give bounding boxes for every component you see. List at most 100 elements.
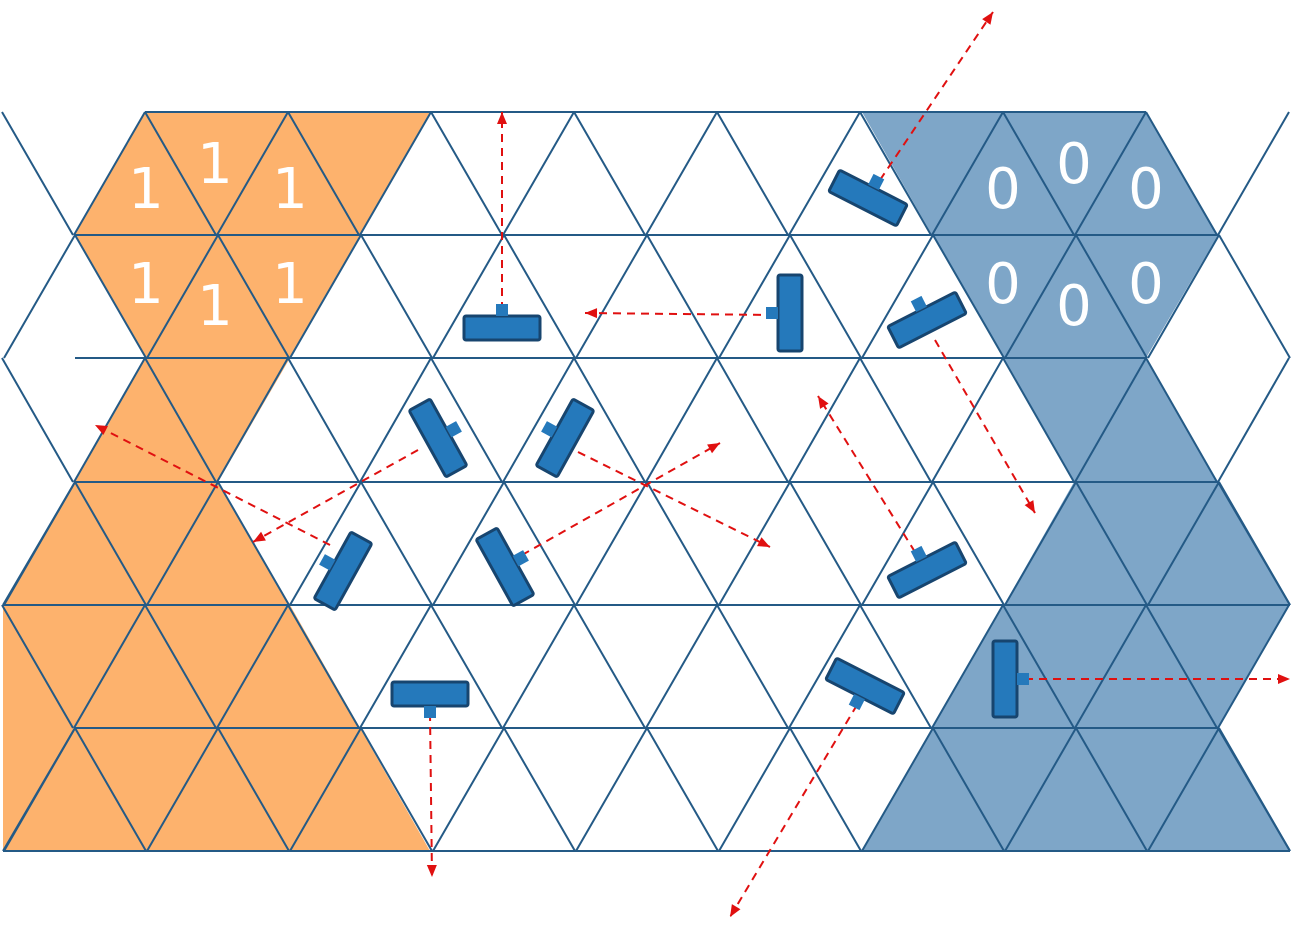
agent-8 xyxy=(475,527,535,607)
agent-6-body xyxy=(535,398,595,478)
grid-d-4-0a xyxy=(73,604,146,729)
ray-5-head xyxy=(253,531,266,542)
grid-d-3-1b xyxy=(217,481,290,606)
grid-d-2-6a xyxy=(931,357,1004,483)
ray-9-head xyxy=(818,396,829,409)
agent-4-body xyxy=(886,291,968,349)
grid-d-5-3a xyxy=(432,727,505,852)
team-one-region-2 xyxy=(75,358,290,482)
grid-d-5-1a xyxy=(146,727,219,852)
grid-d-4-4a xyxy=(645,604,718,729)
grid-d-0--1b xyxy=(1,111,74,236)
grid-d-3-3a xyxy=(432,481,505,606)
grid-d-3-7b xyxy=(1075,481,1148,606)
grid-d-0-6a xyxy=(931,111,1004,236)
grid-d-3-6a xyxy=(861,481,934,606)
grid-d-4-1a xyxy=(216,604,289,729)
edge-l1 xyxy=(2,481,76,606)
ray-10-head xyxy=(1278,674,1290,684)
agent-8-body xyxy=(475,527,535,607)
grid-d-5-8a xyxy=(1147,727,1220,852)
grid-d-2--1b xyxy=(1,357,74,483)
grid-d-5-0b xyxy=(74,727,147,852)
grid-d-0-1b xyxy=(287,111,360,236)
grid-d-2-3b xyxy=(573,357,646,483)
agent-5-body xyxy=(408,398,468,478)
agent-1-body xyxy=(462,314,542,342)
grid-d-4-8a xyxy=(1217,604,1290,729)
agent-5 xyxy=(408,398,468,478)
grid-d-5-7b xyxy=(1075,727,1148,852)
grid-d-1-2b xyxy=(360,234,433,359)
grid-d-5-5a xyxy=(718,727,791,852)
grid-d-0-0a xyxy=(73,111,146,236)
grid-d-0-5b xyxy=(859,111,932,236)
agent-6-sensor-icon xyxy=(541,421,558,438)
ray-2 xyxy=(584,312,776,316)
grid-d-1-7a xyxy=(1004,234,1077,359)
ray-5 xyxy=(252,449,419,543)
grid-d-1-8b xyxy=(1218,234,1291,359)
grid-d-2-7a xyxy=(1074,357,1147,483)
grid-d-5-7a xyxy=(1004,727,1077,852)
grid-d-4-4b xyxy=(716,604,789,729)
ray-3 xyxy=(879,11,994,181)
grid-d-3-6b xyxy=(932,481,1005,606)
grid-d-4-6a xyxy=(931,604,1004,729)
grid-d-4-7a xyxy=(1074,604,1147,729)
ray-8-head xyxy=(707,443,720,454)
agent-3-body xyxy=(827,169,909,227)
grid-d-5-4a xyxy=(575,727,648,852)
ray-7 xyxy=(577,451,771,548)
grid-d-4--1b xyxy=(1,604,74,729)
grid-d-1-1b xyxy=(217,234,290,359)
agent-12 xyxy=(991,639,1029,719)
agents xyxy=(313,169,1029,719)
grid-d-0-8a xyxy=(1217,111,1290,236)
grid-d-4-3b xyxy=(573,604,646,729)
triangle-grid xyxy=(1,111,1291,852)
grid-d-0-2b xyxy=(430,111,503,236)
grid-d-1-5b xyxy=(789,234,862,359)
grid-d-3-2b xyxy=(360,481,433,606)
label-one-2: 1 xyxy=(272,157,308,222)
grid-d-1-4a xyxy=(575,234,648,359)
ray-4-head xyxy=(1024,500,1035,513)
grid-d-4-1b xyxy=(287,604,360,729)
agent-7 xyxy=(313,531,373,611)
agent-11-body xyxy=(390,680,470,708)
label-one-5: 1 xyxy=(272,252,308,317)
agent-2 xyxy=(766,273,804,353)
grid-d-4-3a xyxy=(502,604,575,729)
grid-d-2-4b xyxy=(716,357,789,483)
grid-d-5-1b xyxy=(217,727,290,852)
agent-7-sensor-icon xyxy=(319,554,336,571)
label-zero-3: 0 xyxy=(985,252,1021,317)
grid-d-0-4b xyxy=(716,111,789,236)
edge-r2 xyxy=(1217,727,1291,852)
agent-8-sensor-icon xyxy=(512,550,529,567)
grid-d-0-5a xyxy=(788,111,861,236)
grid-d-1-4b xyxy=(646,234,719,359)
label-zero-1: 0 xyxy=(1056,132,1092,197)
agent-12-body xyxy=(991,639,1019,719)
grid-d-2-7b xyxy=(1145,357,1218,483)
grid-d-0-4a xyxy=(645,111,718,236)
team-zero-region-0 xyxy=(862,112,1218,235)
grid-d-1-0a xyxy=(3,234,76,359)
grid-d-1-8a xyxy=(1147,234,1220,359)
ray-6-head xyxy=(95,425,108,435)
grid-d-2-4a xyxy=(645,357,718,483)
agent-12-sensor-icon xyxy=(1017,673,1029,685)
grid-d-1-0b xyxy=(74,234,147,359)
team-zero-region-3 xyxy=(1004,482,1290,605)
grid-d-5-6b xyxy=(932,727,1005,852)
grid-d-3-5a xyxy=(718,481,791,606)
grid-d-3-4b xyxy=(646,481,719,606)
grid-d-4-2b xyxy=(430,604,503,729)
agent-9-sensor-icon xyxy=(910,545,927,563)
agent-7-body xyxy=(313,531,373,611)
grid-d-1-3b xyxy=(503,234,576,359)
agent-2-body xyxy=(776,273,804,353)
